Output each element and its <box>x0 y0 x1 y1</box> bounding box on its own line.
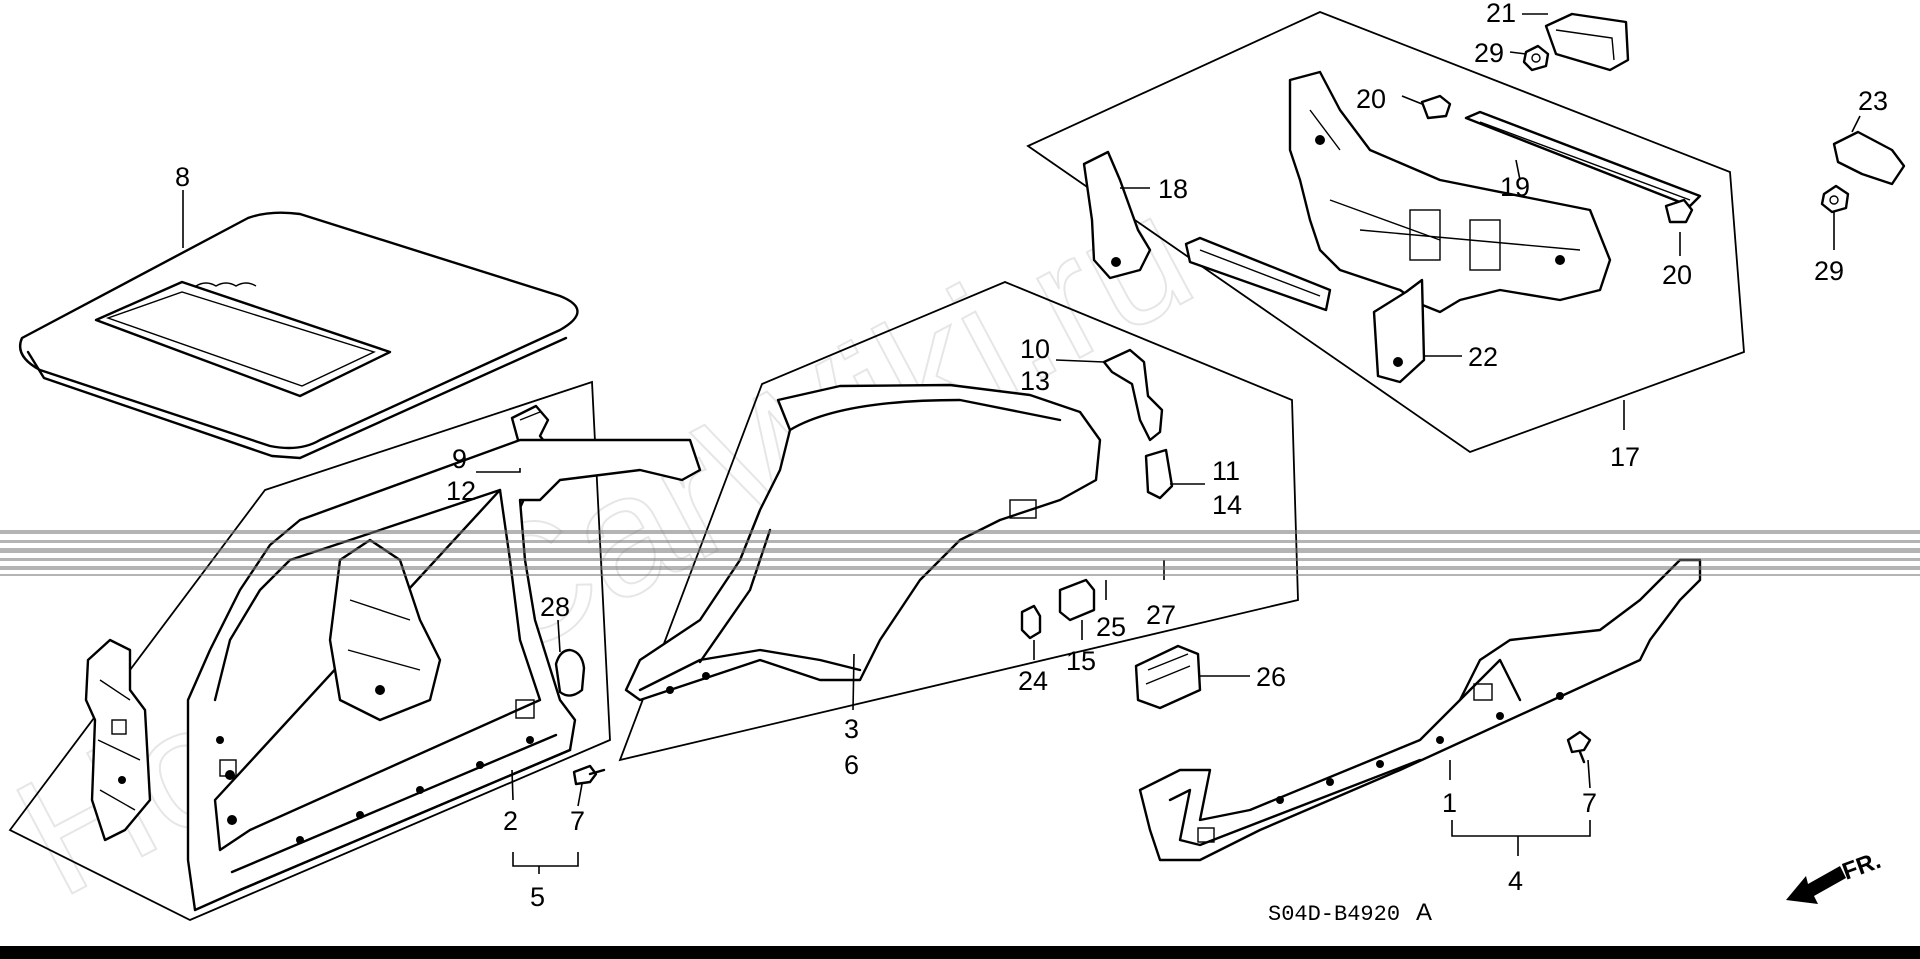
callout-29-upper: 29 <box>1474 38 1504 68</box>
nut-part-29-upper <box>1522 44 1550 72</box>
crossmember <box>1184 236 1332 312</box>
callout-17: 17 <box>1610 442 1640 472</box>
callout-26: 26 <box>1256 662 1286 692</box>
callout-24: 24 <box>1018 666 1048 696</box>
callout-15: 15 <box>1066 646 1096 676</box>
left-panel-group-frame <box>8 380 611 921</box>
callout-4: 4 <box>1508 866 1523 896</box>
callout-22: 22 <box>1468 342 1498 372</box>
clip-part-20-lower <box>1664 198 1694 224</box>
clip-bolt-left <box>572 764 606 786</box>
callout-7-left: 7 <box>570 806 585 836</box>
callout-9: 9 <box>452 444 467 474</box>
front-pillar-bracket <box>84 638 152 842</box>
diagram-code: S04D-B4920 <box>1268 902 1400 927</box>
callout-28: 28 <box>540 592 570 622</box>
callout-6: 6 <box>844 750 859 780</box>
front-direction-indicator: FR. <box>1786 847 1884 904</box>
front-direction-label: FR. <box>1839 847 1885 886</box>
upper-bracket-part-10 <box>1102 348 1164 442</box>
callout-2: 2 <box>503 806 518 836</box>
block-part-26 <box>1134 644 1202 710</box>
clip-part-20-upper <box>1420 94 1452 120</box>
callout-11: 11 <box>1212 456 1240 486</box>
bottom-scan-edge <box>0 946 1920 959</box>
callout-23: 23 <box>1858 86 1888 116</box>
lower-bracket-part-11 <box>1144 448 1174 500</box>
rear-inner-panel <box>1288 70 1612 314</box>
roof-panel <box>18 211 579 460</box>
callout-7-right: 7 <box>1582 788 1597 818</box>
callout-19: 19 <box>1500 172 1530 202</box>
scan-noise-band <box>0 530 1920 576</box>
callout-27: 27 <box>1146 600 1176 630</box>
side-bracket-part-22 <box>1372 278 1426 384</box>
leader-lines <box>182 13 1861 874</box>
side-sill-panel <box>1138 558 1702 862</box>
callout-29-lower: 29 <box>1814 256 1844 286</box>
grommet-part-28 <box>554 648 586 697</box>
callout-25: 25 <box>1096 612 1126 642</box>
callout-18: 18 <box>1158 174 1188 204</box>
callout-1: 1 <box>1442 788 1457 818</box>
callout-5: 5 <box>530 882 545 912</box>
callout-3: 3 <box>844 714 859 744</box>
callout-13: 13 <box>1020 366 1050 396</box>
callout-10: 10 <box>1020 334 1050 364</box>
clip-part-24 <box>1020 604 1042 640</box>
callout-labels: 8 9 12 28 2 7 5 3 6 10 13 11 14 24 15 25… <box>175 0 1888 912</box>
side-bracket-part-18 <box>1082 150 1152 280</box>
diagram-code-suffix: A <box>1416 899 1432 926</box>
rear-panel-group-frame <box>1026 11 1745 454</box>
callout-8: 8 <box>175 162 190 192</box>
fuel-lid-part-15 <box>1058 578 1096 622</box>
callout-20-lower: 20 <box>1662 260 1692 290</box>
callout-20-upper: 20 <box>1356 84 1386 114</box>
front-arrow-icon <box>1786 866 1846 904</box>
bracket-part-23 <box>1832 130 1906 186</box>
callout-12: 12 <box>446 476 476 506</box>
callout-14: 14 <box>1212 490 1242 520</box>
clip-bolt-right <box>1566 730 1592 764</box>
nut-part-29-lower <box>1820 184 1850 214</box>
callout-21: 21 <box>1486 0 1516 28</box>
bracket-part-21 <box>1544 12 1630 72</box>
rear-rail-part-19 <box>1464 110 1702 208</box>
